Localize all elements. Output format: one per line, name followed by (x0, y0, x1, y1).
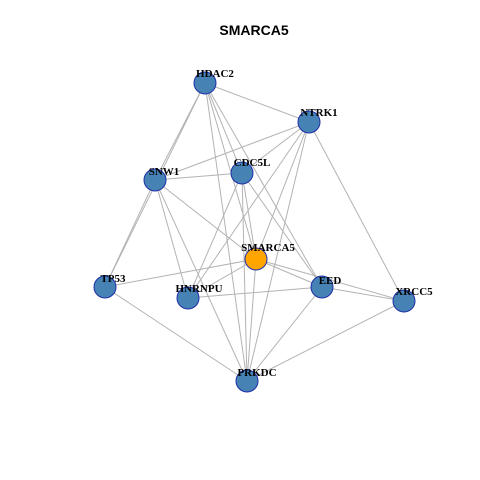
edge-cdc5l-hnrnpu (187, 172, 243, 299)
node-hnrnpu[interactable]: HNRNPU (175, 283, 223, 310)
node-circle-cdc5l[interactable] (230, 161, 254, 185)
edge-snw1-tp53 (104, 179, 156, 288)
diagram-title: SMARCA5 (219, 22, 288, 38)
node-eed[interactable]: EED (310, 275, 342, 299)
edges-layer (104, 82, 405, 382)
edge-smarca5-hnrnpu (187, 258, 257, 299)
node-smarca5[interactable]: SMARCA5 (241, 242, 295, 271)
node-label-ntrk1: NTRK1 (300, 107, 337, 119)
edge-smarca5-tp53 (104, 258, 257, 288)
edge-hdac2-smarca5 (204, 82, 257, 260)
node-circle-ntrk1[interactable] (297, 110, 321, 134)
edge-snw1-smarca5 (154, 179, 257, 260)
node-tp53[interactable]: TP53 (93, 273, 126, 299)
node-snw1[interactable]: SNW1 (143, 166, 180, 192)
node-cdc5l[interactable]: CDC5L (230, 157, 271, 185)
node-circle-hdac2[interactable] (193, 71, 217, 95)
node-ntrk1[interactable]: NTRK1 (297, 107, 338, 134)
edge-ntrk1-cdc5l (241, 121, 310, 174)
node-circle-prkdc[interactable] (235, 369, 259, 393)
edge-hnrnpu-eed (187, 286, 323, 299)
node-label-hnrnpu: HNRNPU (175, 283, 222, 295)
node-label-tp53: TP53 (100, 273, 126, 285)
edge-hdac2-eed (204, 82, 323, 288)
node-label-eed: EED (319, 275, 342, 287)
node-label-cdc5l: CDC5L (234, 157, 271, 169)
edge-ntrk1-xrcc5 (308, 121, 405, 302)
edge-cdc5l-eed (241, 172, 323, 288)
node-label-smarca5: SMARCA5 (241, 242, 295, 254)
edge-tp53-prkdc (104, 286, 248, 382)
node-xrcc5[interactable]: XRCC5 (392, 286, 433, 313)
node-circle-eed[interactable] (310, 275, 334, 299)
edge-snw1-hnrnpu (154, 179, 189, 299)
edge-hdac2-prkdc (204, 82, 248, 382)
edge-hdac2-cdc5l (204, 82, 243, 174)
edge-snw1-cdc5l (154, 172, 243, 181)
node-label-snw1: SNW1 (149, 166, 180, 178)
edge-ntrk1-smarca5 (255, 121, 310, 260)
node-label-hdac2: HDAC2 (196, 68, 234, 80)
edge-cdc5l-prkdc (241, 172, 248, 382)
node-label-xrcc5: XRCC5 (395, 286, 433, 298)
node-circle-tp53[interactable] (93, 275, 117, 299)
edge-smarca5-eed (255, 258, 323, 288)
node-circle-snw1[interactable] (143, 168, 167, 192)
edge-eed-prkdc (246, 286, 323, 382)
edge-snw1-prkdc (154, 179, 248, 382)
node-circle-smarca5[interactable] (244, 247, 268, 271)
node-hdac2[interactable]: HDAC2 (193, 68, 234, 95)
node-circle-xrcc5[interactable] (392, 289, 416, 313)
node-prkdc[interactable]: PRKDC (235, 367, 277, 393)
edge-cdc5l-smarca5 (241, 172, 257, 260)
edge-ntrk1-snw1 (154, 121, 310, 181)
edge-smarca5-prkdc (246, 258, 257, 382)
edge-ntrk1-prkdc (246, 121, 310, 382)
node-label-prkdc: PRKDC (237, 367, 276, 379)
edge-eed-xrcc5 (321, 286, 405, 302)
node-circle-hnrnpu[interactable] (176, 286, 200, 310)
edge-xrcc5-prkdc (246, 300, 405, 382)
edge-hdac2-ntrk1 (204, 82, 310, 123)
